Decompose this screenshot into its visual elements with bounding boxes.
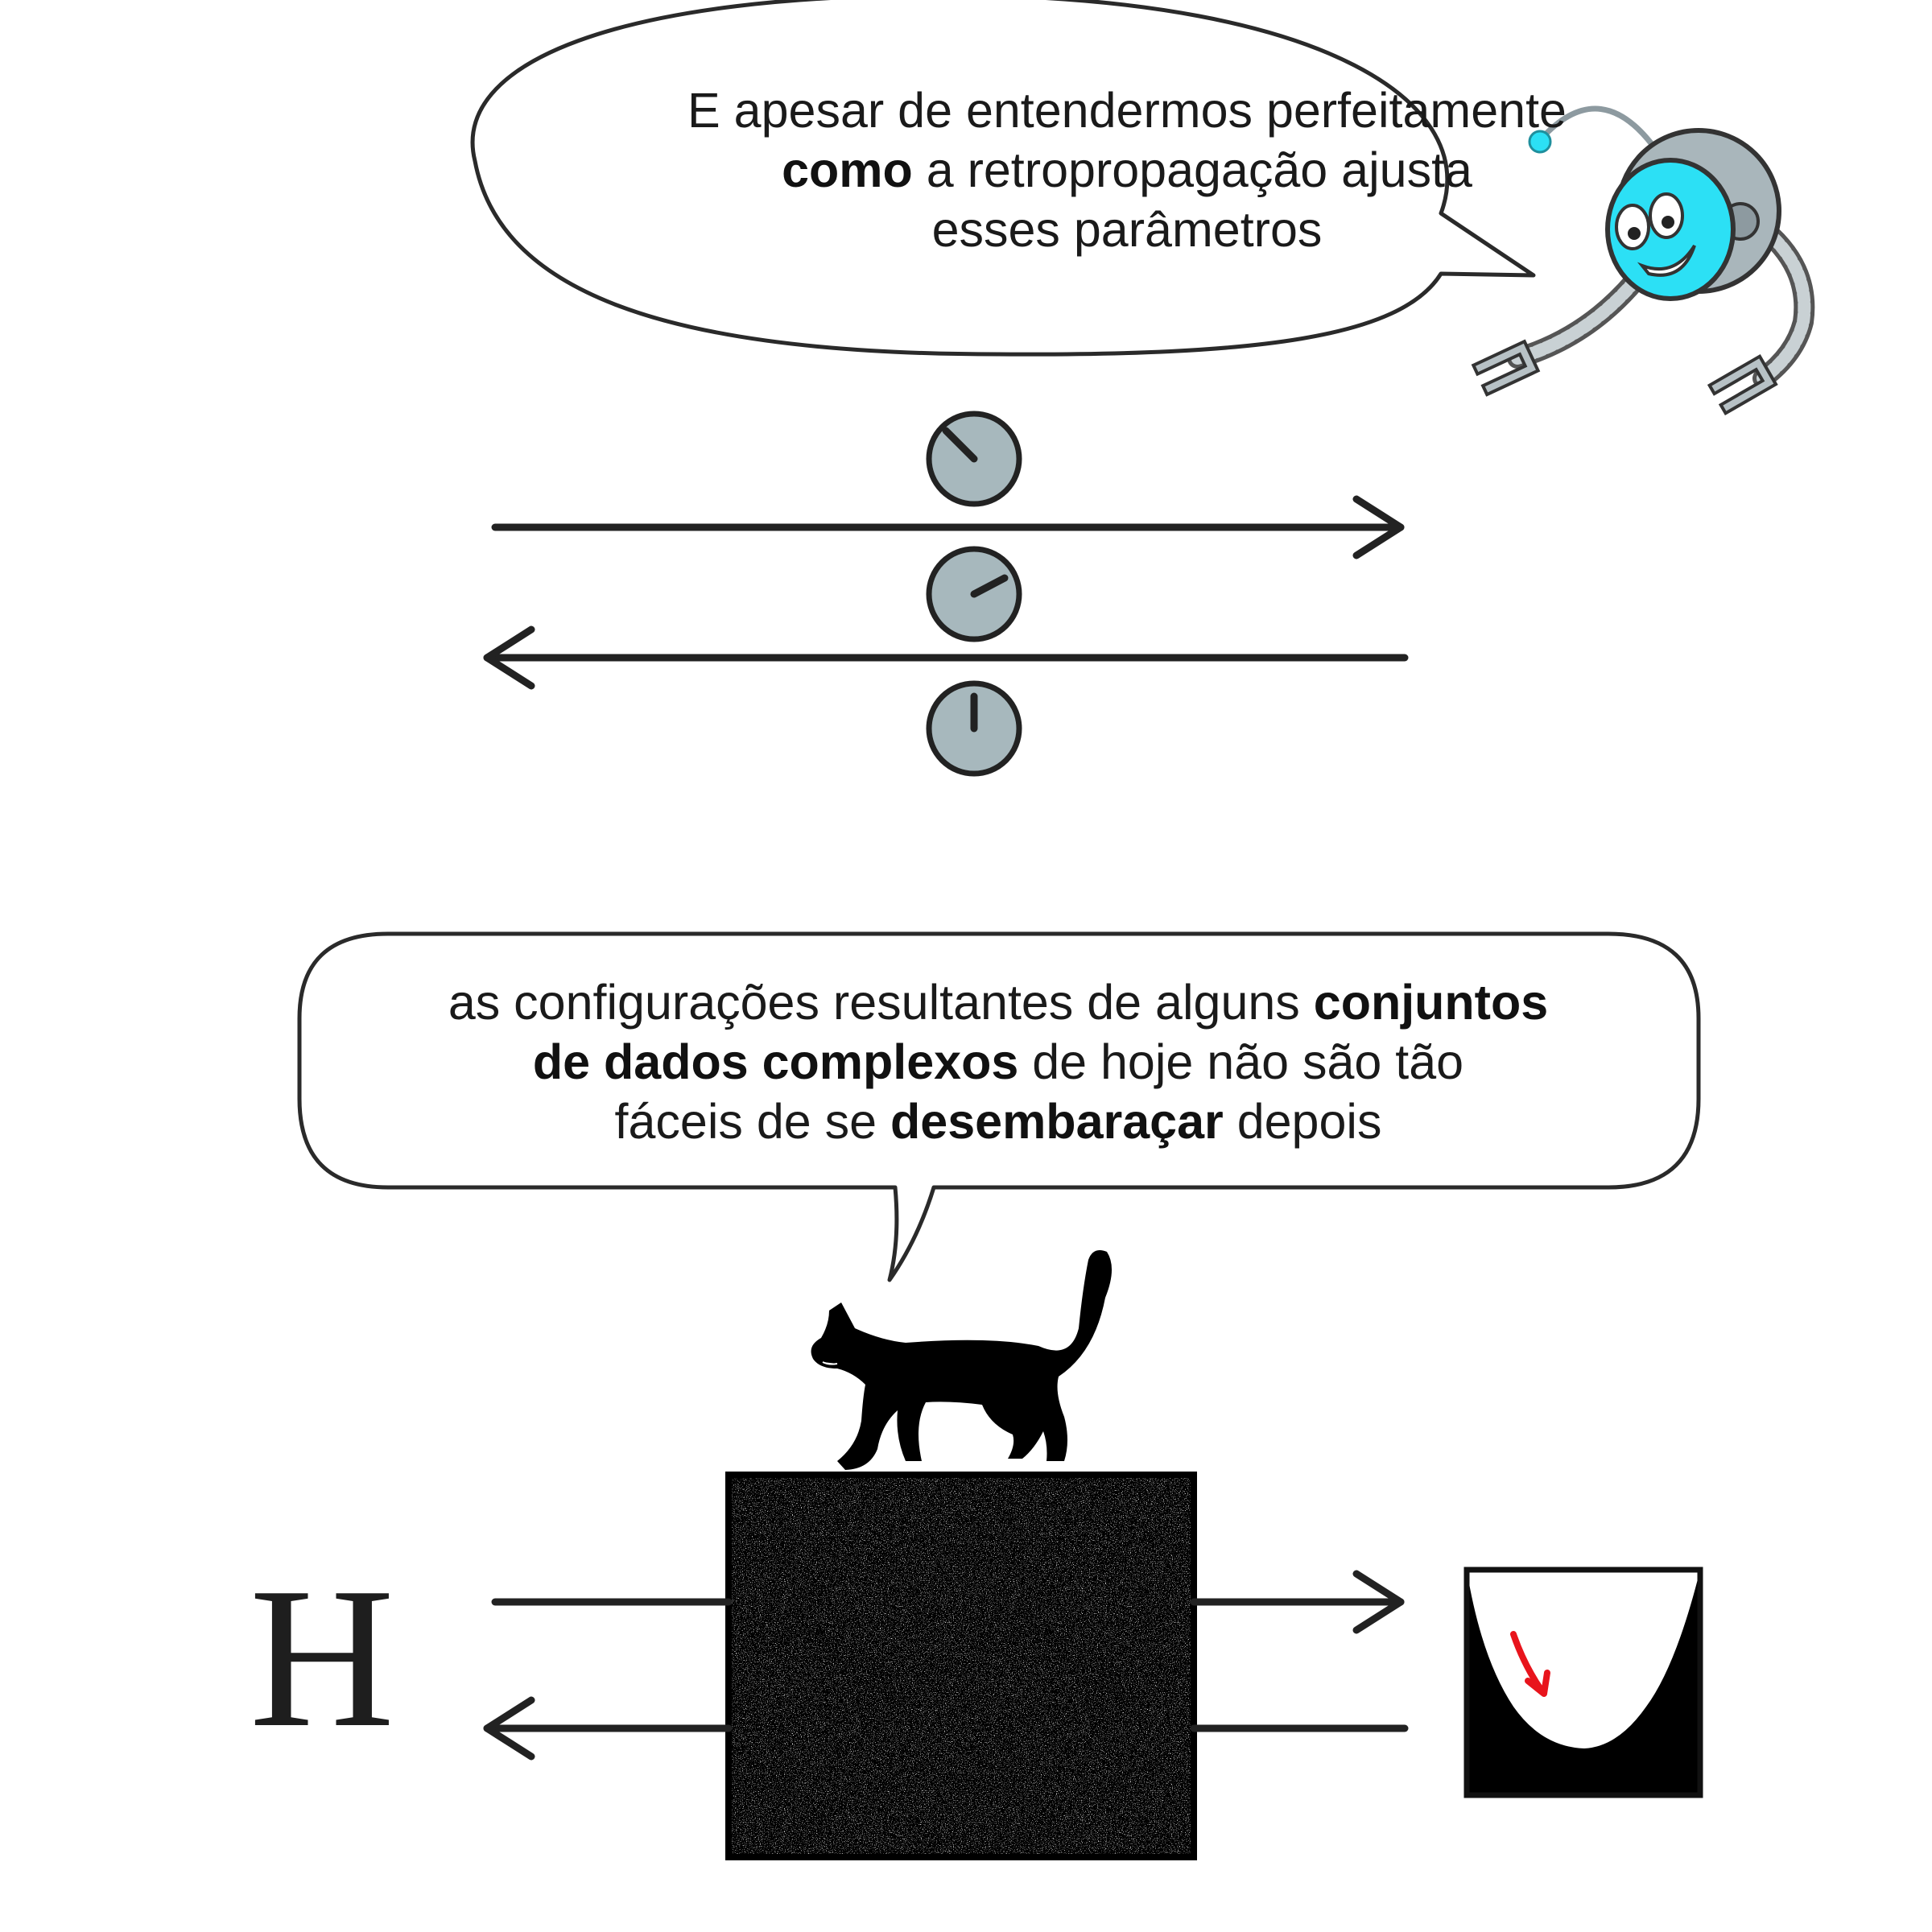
bubble-bottom-line-3-plain-b: depois: [1223, 1094, 1382, 1149]
bubble-top-text: E apesar de entendermos perfeitamente co…: [483, 80, 1771, 259]
bubble-bottom-line-2: de dados complexos de hoje não são tão: [338, 1032, 1658, 1092]
emphasis-dados-complexos: de dados complexos: [532, 1034, 1019, 1089]
loss-bowl-icon: [1463, 1567, 1703, 1798]
bubble-bottom-text: as configurações resultantes de alguns c…: [338, 972, 1658, 1151]
bubble-top-line-2: como a retropropagação ajusta: [483, 140, 1771, 200]
bubble-bottom-line-3-plain-a: fáceis de se: [614, 1094, 891, 1149]
input-letter-h: H: [249, 1546, 395, 1769]
bubble-bottom-line-3: fáceis de se desembaraçar depois: [338, 1092, 1658, 1151]
backward-arrow-input: [483, 1696, 733, 1761]
robot-mascot-icon: [1471, 105, 1815, 416]
black-box-network: [725, 1472, 1197, 1860]
cat-silhouette-icon: [811, 1249, 1113, 1470]
emphasis-conjuntos: conjuntos: [1313, 975, 1549, 1030]
bubble-bottom-line-1-plain: as configurações resultantes de alguns: [448, 975, 1314, 1030]
emphasis-desembaracar: desembaraçar: [890, 1094, 1224, 1149]
forward-arrow-output: [1190, 1570, 1405, 1634]
bubble-bottom-line-2-plain: de hoje não são tão: [1018, 1034, 1464, 1089]
speech-bubble-top: [470, 0, 1536, 357]
bubble-top-line-3: esses parâmetros: [931, 202, 1323, 257]
bubble-top-line-2-rest: a retropropagação ajusta: [912, 142, 1472, 197]
dial-icon: [926, 680, 1022, 777]
speech-bubble-bottom: [297, 931, 1701, 1282]
dial-icon: [926, 546, 1022, 642]
emphasis-como: como: [782, 142, 913, 197]
backward-arrow-top: [483, 625, 1409, 690]
dial-icon: [926, 411, 1022, 507]
forward-arrow-top: [491, 495, 1405, 559]
bubble-bottom-line-1: as configurações resultantes de alguns c…: [338, 972, 1658, 1032]
bubble-top-line-1: E apesar de entendermos perfeitamente: [687, 83, 1567, 138]
